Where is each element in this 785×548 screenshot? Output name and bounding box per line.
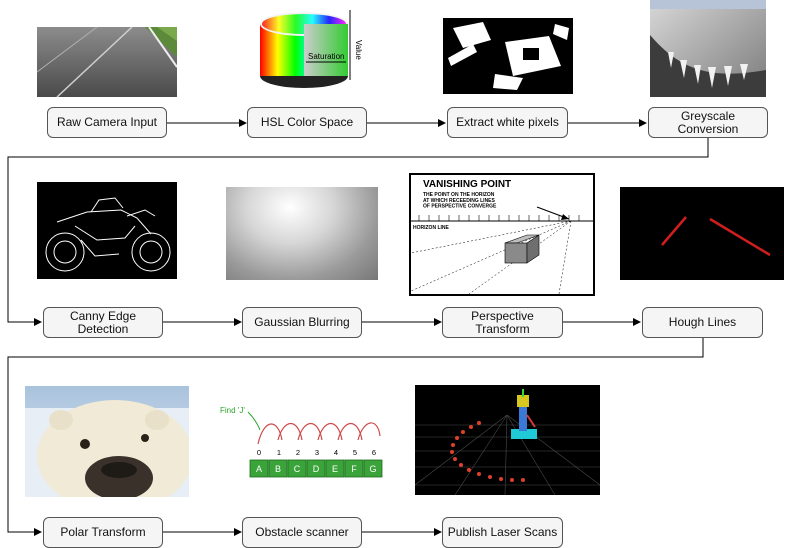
node-polar-transform[interactable]: Polar Transform	[43, 517, 163, 548]
find-prompt: Find 'J'	[220, 406, 245, 415]
cell-d: D	[313, 464, 320, 474]
road-photo	[37, 27, 177, 97]
cell-g: G	[369, 464, 376, 474]
value-label: Value	[354, 40, 363, 60]
node-label: Obstacle scanner	[255, 525, 349, 539]
hough-lines-image	[620, 187, 784, 280]
index-4: 4	[334, 448, 338, 457]
node-label: Extract white pixels	[456, 115, 559, 129]
node-obstacle-scanner[interactable]: Obstacle scanner	[242, 517, 362, 548]
cell-f: F	[351, 464, 357, 474]
node-label: Greyscale Conversion	[677, 108, 739, 136]
cell-c: C	[294, 464, 301, 474]
node-perspective-transform[interactable]: Perspective Transform	[442, 307, 563, 338]
binary-search-image: Find 'J' 0 1 2 3 4 5 6 A B C	[218, 400, 384, 482]
white-pixels-image	[443, 18, 573, 94]
node-publish-laser-scans[interactable]: Publish Laser Scans	[442, 517, 563, 548]
motorcycle-edges-image	[37, 182, 177, 279]
edge-hough-polar	[7, 338, 704, 536]
node-gaussian-blurring[interactable]: Gaussian Blurring	[242, 307, 362, 338]
node-extract-white-pixels[interactable]: Extract white pixels	[447, 107, 568, 138]
node-label: Gaussian Blurring	[254, 315, 350, 329]
node-raw-camera-input[interactable]: Raw Camera Input	[47, 107, 167, 138]
node-label: Perspective Transform	[471, 308, 534, 336]
index-3: 3	[315, 448, 319, 457]
polar-bear-photo	[25, 386, 189, 497]
laser-scan-image	[415, 385, 600, 495]
gaussian-blur-image	[226, 187, 378, 280]
cell-b: B	[275, 464, 281, 474]
node-label: Canny Edge Detection	[69, 308, 137, 336]
index-6: 6	[372, 448, 376, 457]
node-hsl-color-space[interactable]: HSL Color Space	[247, 107, 367, 138]
edge-grey-canny	[7, 138, 709, 326]
node-label: Polar Transform	[60, 525, 146, 539]
index-2: 2	[296, 448, 300, 457]
greyscale-image	[650, 0, 766, 97]
node-label: Publish Laser Scans	[447, 525, 558, 539]
cell-e: E	[332, 464, 338, 474]
index-5: 5	[353, 448, 357, 457]
vanishing-point-title: VANISHING POINT	[423, 179, 511, 190]
node-canny-edge-detection[interactable]: Canny Edge Detection	[43, 307, 163, 338]
node-greyscale-conversion[interactable]: Greyscale Conversion	[648, 107, 768, 138]
vanishing-point-image: VANISHING POINT THE POINT ON THE HORIZON…	[409, 173, 595, 296]
saturation-label: Saturation	[308, 52, 344, 61]
cell-a: A	[256, 464, 262, 474]
index-0: 0	[257, 448, 261, 457]
index-1: 1	[277, 448, 281, 457]
node-hough-lines[interactable]: Hough Lines	[642, 307, 763, 338]
node-label: Hough Lines	[668, 315, 737, 329]
node-label: HSL Color Space	[260, 115, 354, 129]
horizon-line-label: HORIZON LINE	[413, 225, 449, 231]
hsl-cylinder-image: Saturation Value	[248, 4, 370, 100]
node-label: Raw Camera Input	[56, 115, 158, 129]
